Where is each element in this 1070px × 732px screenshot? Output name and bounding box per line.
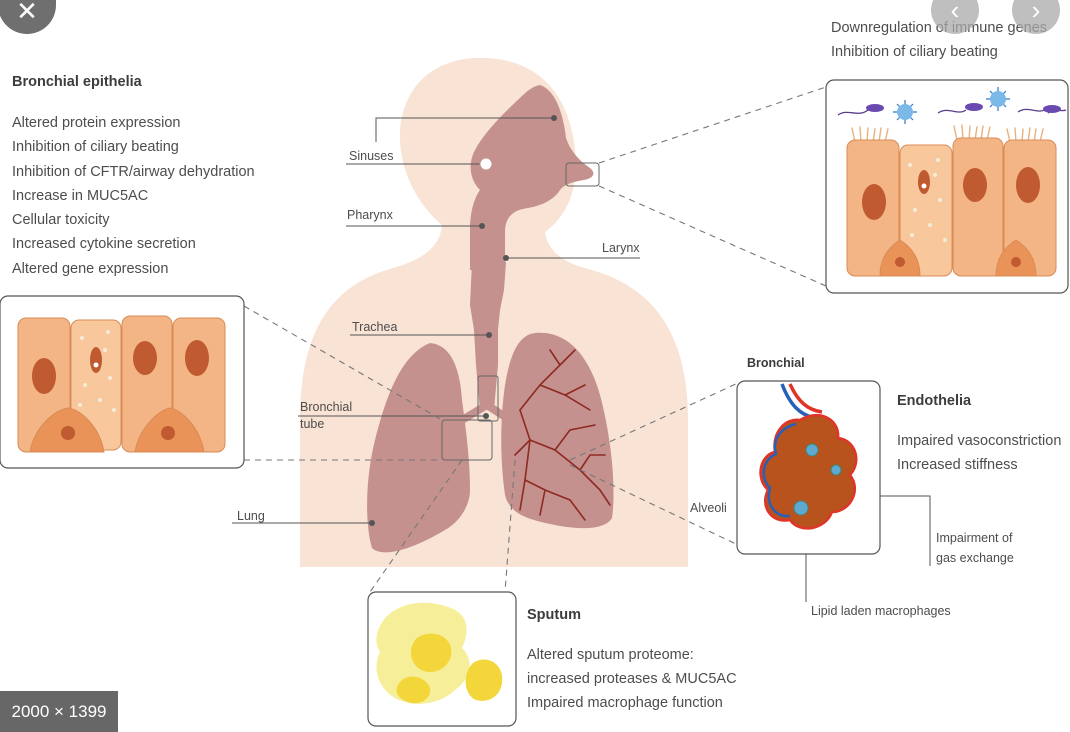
label-trachea: Trachea: [352, 320, 398, 334]
bronchial-epithelia-effects: Altered protein expression Inhibition of…: [12, 111, 255, 281]
bronchial-epithelium-inset: [0, 295, 245, 469]
label-alveoli: Alveoli: [690, 501, 727, 515]
zoom-boxes: [441, 162, 600, 461]
sputum-inset: [367, 591, 517, 727]
bronchial-effect-5: Cellular toxicity: [12, 212, 110, 229]
label-gas-exchange-2: gas exchange: [936, 551, 1014, 565]
image-dimensions-badge: 2000 × 1399: [0, 691, 118, 732]
nasal-airway: [470, 85, 594, 270]
sputum-effect-3: Impaired macrophage function: [527, 695, 723, 711]
nasal-epithelium-inset: [825, 79, 1069, 294]
label-sinuses: Sinuses: [349, 149, 394, 163]
close-icon[interactable]: ✕: [0, 0, 56, 34]
endothelia-effect-2: Increased stiffness: [897, 457, 1018, 473]
label-bronchial-tube-2: tube: [300, 417, 325, 431]
right-lung: [501, 332, 614, 529]
bronchial-effect-2: Inhibition of ciliary beating: [12, 139, 179, 156]
bronchial-effect-3: Inhibition of CFTR/airway dehydration: [12, 163, 255, 180]
nasal-effect-2: Inhibition of ciliary beating: [831, 44, 998, 60]
label-lung: Lung: [237, 509, 265, 523]
label-bronchial-tube-1: Bronchial: [300, 400, 353, 414]
left-lung: [367, 343, 470, 553]
sputum-effect-2: increased proteases & MUC5AC: [527, 671, 737, 687]
bronchial-effect-7: Altered gene expression: [12, 260, 169, 277]
label-lipid-macrophages: Lipid laden macrophages: [811, 604, 951, 618]
endothelia-effect-1: Impaired vasoconstriction: [897, 433, 1062, 449]
endothelia-heading: Endothelia: [897, 393, 972, 409]
bronchial-effect-4: Increase in MUC5AC: [12, 187, 149, 204]
label-gas-exchange-1: Impairment of: [936, 531, 1013, 545]
lung-vessels: [514, 349, 611, 521]
sputum-effect-1: Altered sputum proteome:: [527, 647, 694, 663]
dashed-connectors: [243, 86, 827, 593]
label-pharynx: Pharynx: [347, 208, 393, 222]
bronchial-effect-1: Altered protein expression: [12, 115, 181, 131]
bronchial-effect-6: Increased cytokine secretion: [12, 236, 196, 253]
sputum-heading: Sputum: [527, 607, 581, 623]
bronchial-epithelia-heading: Bronchial epithelia: [12, 74, 142, 90]
label-larynx: Larynx: [602, 241, 640, 255]
sinus-opening: [479, 157, 493, 171]
alveoli-inset: [736, 380, 881, 555]
label-bronchial: Bronchial: [747, 356, 805, 370]
